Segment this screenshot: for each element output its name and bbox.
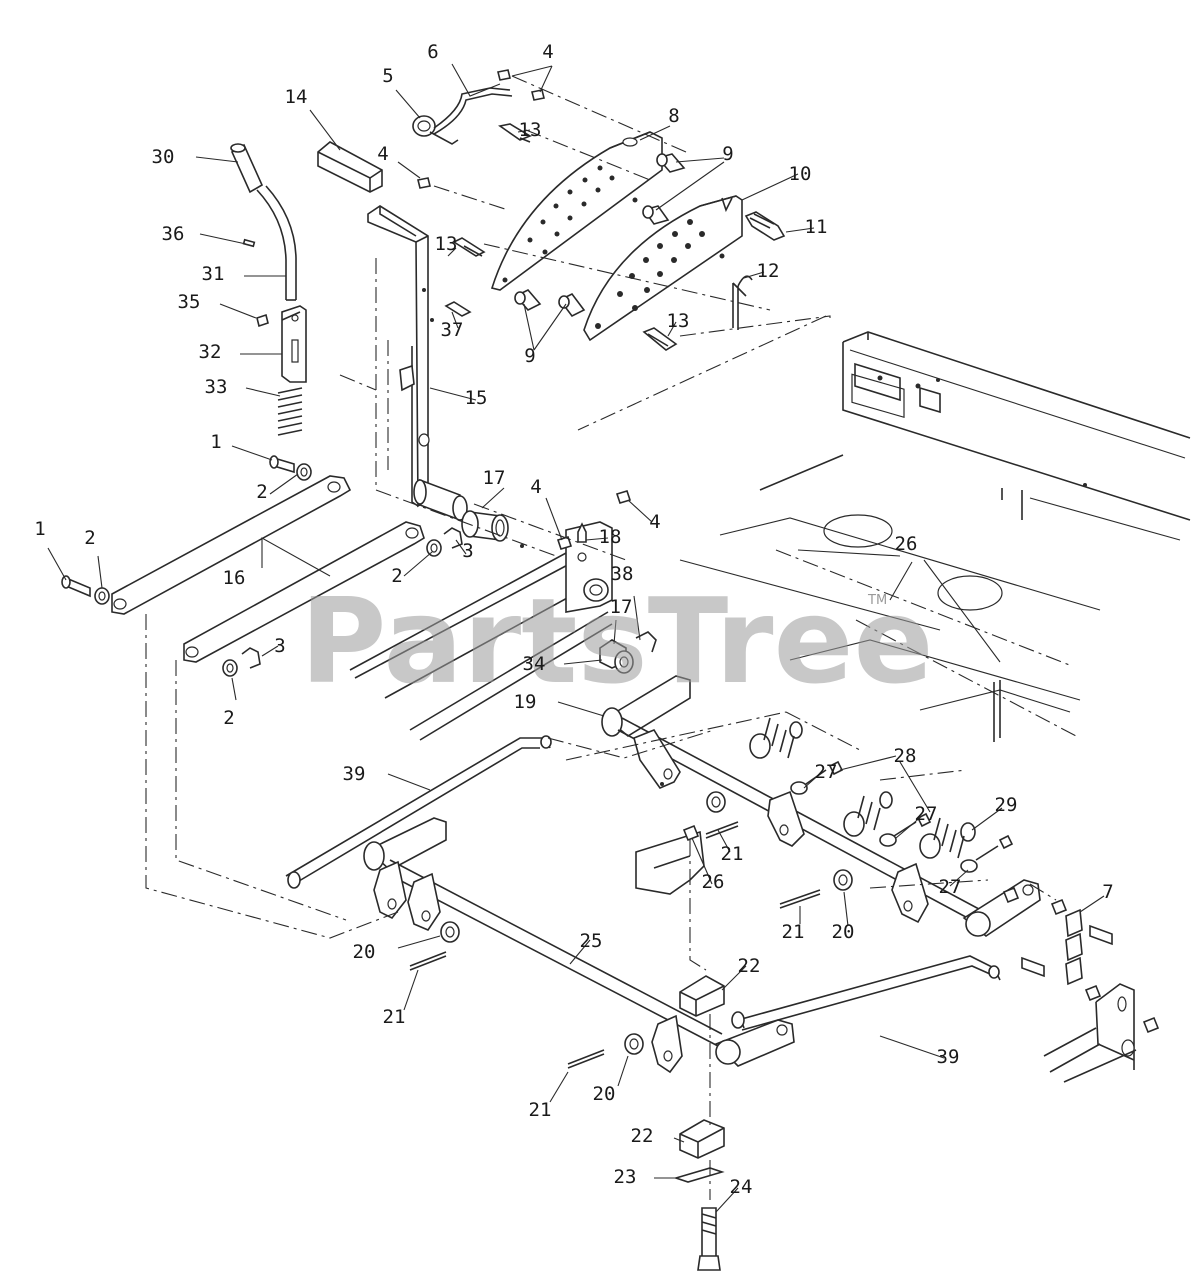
callout-c-11: 11 [805,216,828,238]
connection-lines [145,75,1077,1200]
callout-c-4b: 4 [377,143,388,165]
callout-c-26a: 26 [895,533,918,555]
mount-blocks [673,975,725,1271]
callout-c-17a: 17 [483,467,506,489]
spacer-9 [514,153,686,318]
lift-lever-plates [349,521,613,741]
lower-pivot-tube [599,631,657,674]
cotter-pin-12 [732,275,753,330]
callout-c-39a: 39 [343,763,366,785]
callout-c-1b: 1 [34,518,45,540]
callout-c-23: 23 [614,1166,637,1188]
callout-c-3a: 3 [462,540,473,562]
rear-lift-shaft [601,675,1041,937]
callout-c-15: 15 [465,387,488,409]
callout-c-4d: 4 [649,511,660,533]
callout-c-9a: 9 [722,143,733,165]
watermark-trademark: TM [867,593,887,608]
height-adjust-plate-10 [583,195,743,342]
chassis-frame [679,331,1191,742]
callout-c-2d: 2 [223,707,234,729]
callout-c-21a: 21 [721,843,744,865]
callout-c-13b: 13 [435,233,458,255]
center-bracket [635,824,705,895]
callout-c-7: 7 [1102,881,1113,903]
callout-c-21c: 21 [383,1006,406,1028]
lift-arm [317,141,434,508]
leader-lines [47,63,1105,1213]
callout-c-2c: 2 [391,565,402,587]
callout-c-20a: 20 [832,921,855,943]
callout-c-16: 16 [223,567,246,589]
link-bars [111,475,425,663]
callout-c-24: 24 [730,1176,753,1198]
callout-c-28: 28 [894,745,917,767]
front-lift-shaft [363,817,795,1074]
callout-c-17b: 17 [610,596,633,618]
callout-c-31: 31 [202,263,225,285]
callout-c-22b: 22 [631,1125,654,1147]
callout-c-27c: 27 [939,876,962,898]
callout-c-6: 6 [427,41,438,63]
callout-c-8: 8 [668,105,679,127]
lever-bracket [256,305,307,436]
callout-c-2a: 2 [256,481,267,503]
callout-c-35: 35 [178,291,201,313]
callout-c-33: 33 [205,376,228,398]
callout-c-1a: 1 [210,431,221,453]
callout-c-14: 14 [285,86,308,108]
callout-c-10: 10 [789,163,812,185]
tie-rods [285,735,1001,1031]
bolts [412,69,786,550]
callout-c-20c: 20 [593,1083,616,1105]
callout-c-25: 25 [580,930,603,952]
callout-c-32: 32 [199,341,222,363]
pins-washers [61,455,463,677]
callout-c-12: 12 [757,260,780,282]
callout-c-18: 18 [599,526,622,548]
callout-c-21d: 21 [529,1099,552,1121]
callout-c-30: 30 [152,146,175,168]
callout-c-22a: 22 [738,955,761,977]
callout-c-3b: 3 [274,635,285,657]
callout-c-26b: 26 [702,871,725,893]
callout-c-21b: 21 [782,921,805,943]
callout-c-20b: 20 [353,941,376,963]
callout-c-19: 19 [514,691,537,713]
callout-c-37: 37 [441,319,464,341]
callout-c-39b: 39 [937,1046,960,1068]
callout-c-4c: 4 [530,476,541,498]
washers-cotters [409,791,853,1069]
callout-c-2b: 2 [84,527,95,549]
callout-c-27b: 27 [915,803,938,825]
callout-c-29: 29 [995,794,1018,816]
callout-c-38: 38 [611,563,634,585]
callout-c-13a: 13 [519,119,542,141]
callout-c-34: 34 [523,653,546,675]
watermark: PartsTree TM [300,572,934,710]
watermark-text: PartsTree [300,572,934,710]
callout-c-4a: 4 [542,41,553,63]
lift-handle [230,143,297,301]
callout-c-27a: 27 [815,761,838,783]
springs [749,717,1014,873]
callout-c-13c: 13 [667,310,690,332]
callout-c-5: 5 [382,65,393,87]
height-adjust-plate-8 [490,131,663,291]
callout-c-36: 36 [162,223,185,245]
side-bracket-chain [1002,886,1160,1083]
callout-c-9b: 9 [524,345,535,367]
